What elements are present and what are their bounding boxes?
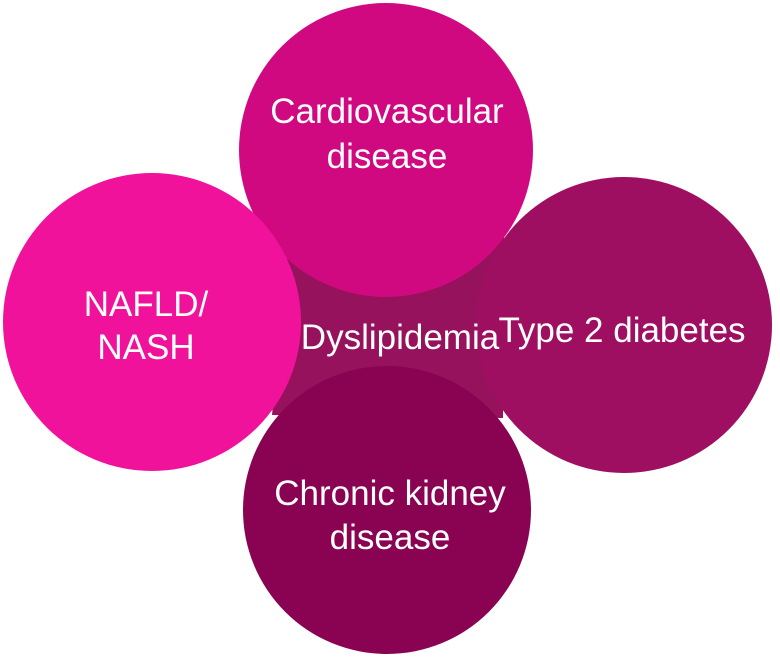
circle-chronic-kidney-disease <box>243 366 531 654</box>
bottom-circle-label-line1: Chronic kidney <box>274 474 506 513</box>
top-circle-label-line1: Cardiovascular <box>270 92 504 131</box>
center-overlap-label: Dyslipidemia <box>301 318 500 357</box>
right-circle-label: Type 2 diabetes <box>498 311 745 350</box>
left-circle-label-line2: NASH <box>97 328 194 367</box>
circle-type-2-diabetes <box>476 177 772 473</box>
circle-nafld-nash <box>3 173 301 471</box>
top-circle-label-line2: disease <box>327 137 448 176</box>
circle-cardiovascular-disease <box>239 3 533 297</box>
left-circle-label-line1: NAFLD/ <box>84 285 209 324</box>
bottom-circle-label-line2: disease <box>330 518 451 557</box>
